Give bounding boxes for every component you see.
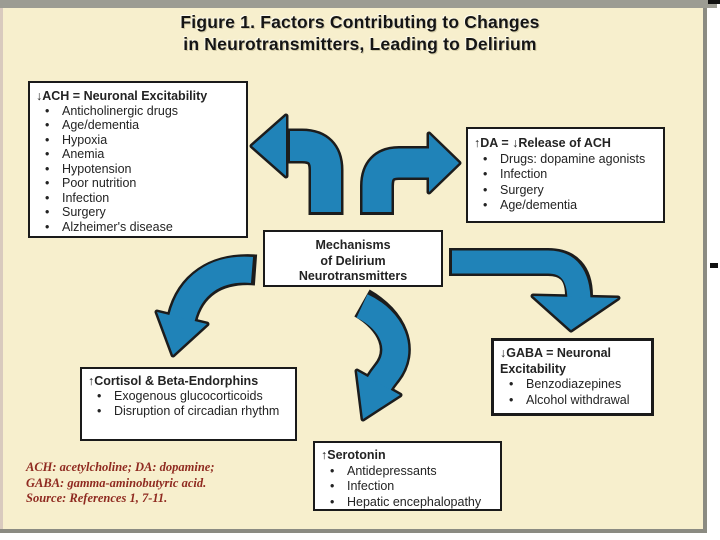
list-item: Infection	[36, 191, 240, 206]
da-box: ↑DA = ↓Release of ACH Drugs: dopamine ag…	[466, 127, 665, 223]
figure-title-line2: in Neurotransmitters, Leading to Deliriu…	[183, 33, 537, 54]
list-item: Anticholinergic drugs	[36, 104, 240, 119]
mechanisms-line2: of Delirium	[320, 253, 386, 268]
frame-top-edge	[0, 0, 717, 8]
list-item: Surgery	[36, 205, 240, 220]
da-box-header: ↑DA = ↓Release of ACH	[474, 136, 611, 150]
da-bullet-list: Drugs: dopamine agonists Infection Surge…	[474, 152, 657, 214]
list-item: Age/dementia	[36, 118, 240, 133]
mechanisms-box: Mechanisms of Delirium Neurotransmitters	[263, 230, 443, 287]
list-item: Infection	[321, 479, 494, 495]
figure-title: Figure 1. Factors Contributing to Change…	[140, 12, 580, 55]
frame-bottom-edge	[0, 529, 707, 533]
list-item: Hepatic encephalopathy	[321, 495, 494, 511]
cortisol-box-header: ↑Cortisol & Beta-Endorphins	[88, 374, 259, 388]
list-item: Exogenous glucocorticoids	[88, 389, 289, 404]
footnote: ACH: acetylcholine; DA: dopamine; GABA: …	[26, 460, 256, 507]
gaba-box-header: ↓GABA = Neuronal Excitability	[500, 346, 612, 376]
cortisol-box: ↑Cortisol & Beta-Endorphins Exogenous gl…	[80, 367, 297, 441]
mechanisms-line3: Neurotransmitters	[298, 269, 408, 283]
list-item: Poor nutrition	[36, 176, 240, 191]
list-item: Anemia	[36, 147, 240, 162]
list-item: Alcohol withdrawal	[500, 393, 645, 409]
serotonin-box: ↑Serotonin Antidepressants Infection Hep…	[313, 441, 502, 511]
gaba-box: ↓GABA = Neuronal Excitability Benzodiaze…	[491, 338, 654, 416]
serotonin-bullet-list: Antidepressants Infection Hepatic enceph…	[321, 464, 494, 511]
scan-artifact	[708, 0, 720, 4]
scan-artifact	[710, 263, 718, 268]
list-item: Antidepressants	[321, 464, 494, 480]
list-item: Infection	[474, 167, 657, 183]
ach-bullet-list: Anticholinergic drugs Age/dementia Hypox…	[36, 104, 240, 235]
list-item: Drugs: dopamine agonists	[474, 152, 657, 168]
mechanisms-line1: Mechanisms	[315, 238, 391, 252]
footnote-line: Source: References 1, 7-11.	[26, 491, 168, 505]
footnote-line: ACH: acetylcholine; DA: dopamine;	[26, 460, 215, 474]
cortisol-bullet-list: Exogenous glucocorticoids Disruption of …	[88, 389, 289, 419]
frame-right-edge	[703, 8, 707, 533]
serotonin-box-header: ↑Serotonin	[321, 448, 386, 462]
list-item: Disruption of circadian rhythm	[88, 404, 289, 419]
ach-box-header: ↓ACH = Neuronal Excitability	[36, 89, 208, 103]
list-item: Benzodiazepines	[500, 377, 645, 393]
list-item: Hypotension	[36, 162, 240, 177]
figure-title-line1: Figure 1. Factors Contributing to Change…	[180, 12, 540, 32]
list-item: Surgery	[474, 183, 657, 199]
list-item: Alzheimer's disease	[36, 220, 240, 235]
footnote-line: GABA: gamma-aminobutyric acid.	[26, 475, 207, 490]
gaba-bullet-list: Benzodiazepines Alcohol withdrawal	[500, 377, 645, 408]
list-item: Age/dementia	[474, 198, 657, 214]
ach-box: ↓ACH = Neuronal Excitability Anticholine…	[28, 81, 248, 238]
list-item: Hypoxia	[36, 133, 240, 148]
